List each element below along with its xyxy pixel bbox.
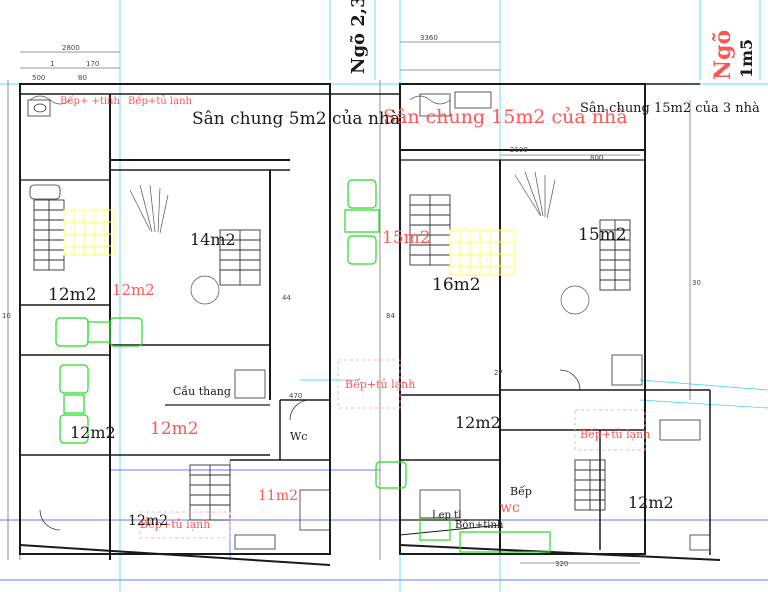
dim-27: 27 bbox=[494, 369, 503, 377]
dim-3360: 3360 bbox=[420, 34, 438, 42]
label-room-15: 15m2 bbox=[382, 228, 431, 248]
label-room-12-a: 12m2 bbox=[48, 285, 97, 305]
dim-470: 470 bbox=[289, 392, 302, 400]
label-bep-tu-lanh-bottom: Bếp+tủ lạnh bbox=[140, 518, 210, 531]
label-room-16: 16m2 bbox=[432, 275, 481, 295]
black-room-labels: Sân chung 5m2 của nhà 12m2 14m2 12m2 16m… bbox=[48, 101, 760, 531]
label-cau-thang: Cầu thang bbox=[173, 385, 231, 398]
dim-84: 84 bbox=[386, 312, 395, 320]
dim-500: 500 bbox=[32, 74, 45, 82]
label-room-12-lower: 12m2 bbox=[150, 419, 199, 439]
fixtures bbox=[27, 91, 711, 551]
dim-1: 1 bbox=[50, 60, 54, 68]
label-room-12-d: 12m2 bbox=[455, 413, 501, 432]
label-room-12-f: 12m2 bbox=[128, 513, 168, 529]
dim-320: 320 bbox=[555, 560, 568, 568]
red-room-labels: Sân chung 15m2 của nhà 15m2 12m2 12m2 11… bbox=[60, 96, 650, 531]
lane-label-left: Ngõ 2,3m bbox=[348, 0, 369, 74]
dim-30: 30 bbox=[692, 279, 701, 287]
winder-sketches bbox=[29, 95, 590, 315]
label-room-12-e: 12m2 bbox=[628, 493, 674, 512]
label-room-12-b: 12m2 bbox=[70, 423, 116, 442]
dim-2800: 2800 bbox=[62, 44, 80, 52]
label-left-san-chung: Sân chung 5m2 của nhà bbox=[192, 109, 400, 129]
dim-800: 800 bbox=[590, 154, 603, 162]
label-bep-tu-lanh-mid: Bếp+tủ lạnh bbox=[345, 378, 415, 391]
pink-zones bbox=[139, 359, 646, 539]
dim-10: 10 bbox=[2, 312, 11, 320]
dim-80: 80 bbox=[78, 74, 87, 82]
dim-2100: 2100 bbox=[510, 146, 528, 154]
label-room-15-b: 15m2 bbox=[578, 225, 627, 245]
dim-170: 170 bbox=[86, 60, 99, 68]
label-left-wc-top: Bếp+ +tinh bbox=[60, 96, 120, 107]
green-furniture bbox=[55, 179, 551, 553]
label-bep-bottom-right: Bếp bbox=[510, 485, 532, 498]
label-room-11: 11m2 bbox=[258, 488, 298, 504]
label-right-san-chung: Sân chung 15m2 của nhà bbox=[383, 106, 628, 128]
yellow-grids bbox=[63, 209, 516, 276]
label-bep-tu-lanh-right: Bếp+tủ lạnh bbox=[580, 428, 650, 441]
label-room-12-mid: 12m2 bbox=[112, 281, 155, 299]
dimension-text: 2800 500 1 80 170 3360 2100 800 470 44 1… bbox=[2, 34, 701, 568]
label-lep-tl: Lep tl bbox=[432, 510, 461, 521]
lane-label-right: Ngõ bbox=[710, 30, 736, 80]
label-bon-tinh: Bồn+tinh bbox=[455, 520, 504, 531]
staircases bbox=[33, 194, 631, 521]
lane-label-right-sub: 1m5 bbox=[737, 39, 756, 78]
label-room-14: 14m2 bbox=[190, 230, 236, 249]
label-left-kitchen-top: Bếp+tủ lạnh bbox=[128, 96, 193, 107]
dim-44: 44 bbox=[282, 294, 291, 302]
label-wc: Wc bbox=[290, 430, 307, 443]
label-wc-bottom: wc bbox=[500, 500, 520, 516]
walls bbox=[19, 83, 721, 566]
label-right-san-chung-top: Sân chung 15m2 của 3 nhà bbox=[580, 101, 760, 116]
